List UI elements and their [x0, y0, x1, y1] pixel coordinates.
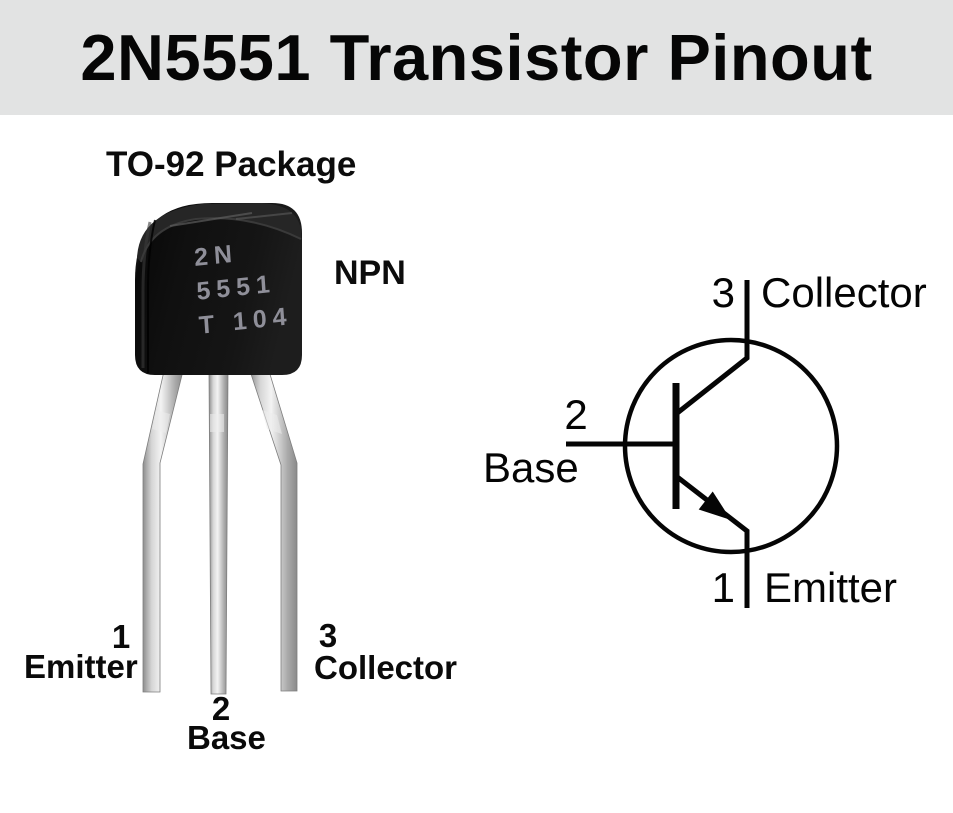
schematic-emitter-label: Emitter	[764, 564, 898, 611]
to92-top-streak	[235, 212, 293, 220]
title-banner: 2N5551 Transistor Pinout	[0, 0, 953, 115]
schematic-pin1-number: 1	[711, 564, 735, 611]
schematic-pin3-number: 3	[711, 269, 735, 316]
symbol-collector-lead	[674, 280, 750, 416]
to92-top-streak	[169, 212, 253, 227]
leg-crimp-highlight	[262, 410, 282, 434]
pin2-name: Base	[187, 719, 266, 756]
transistor-type-label: NPN	[334, 254, 406, 292]
schematic-collector-label: Collector	[761, 269, 927, 316]
schematic-base-label: Base	[483, 444, 579, 491]
pin1-number: 1	[111, 618, 131, 655]
package-heading: TO-92 Package	[106, 145, 357, 184]
leg-crimp-highlight	[152, 410, 170, 433]
pin2-number: 2	[211, 690, 231, 727]
pin1-name: Emitter	[24, 648, 138, 685]
to92-body-shape	[135, 203, 302, 375]
to92-top-face	[137, 203, 301, 262]
leg-crimp-highlight	[210, 414, 224, 432]
symbol-emitter-lead	[674, 474, 750, 608]
to92-side-crease	[147, 219, 156, 373]
page-title: 2N5551 Transistor Pinout	[80, 21, 873, 94]
schematic-pin2-number: 2	[564, 391, 588, 438]
to92-side-highlight	[141, 221, 152, 368]
emitter-arrow-icon	[698, 491, 731, 520]
pin3-name: Collector	[314, 649, 458, 686]
pin3-number: 3	[318, 617, 338, 654]
